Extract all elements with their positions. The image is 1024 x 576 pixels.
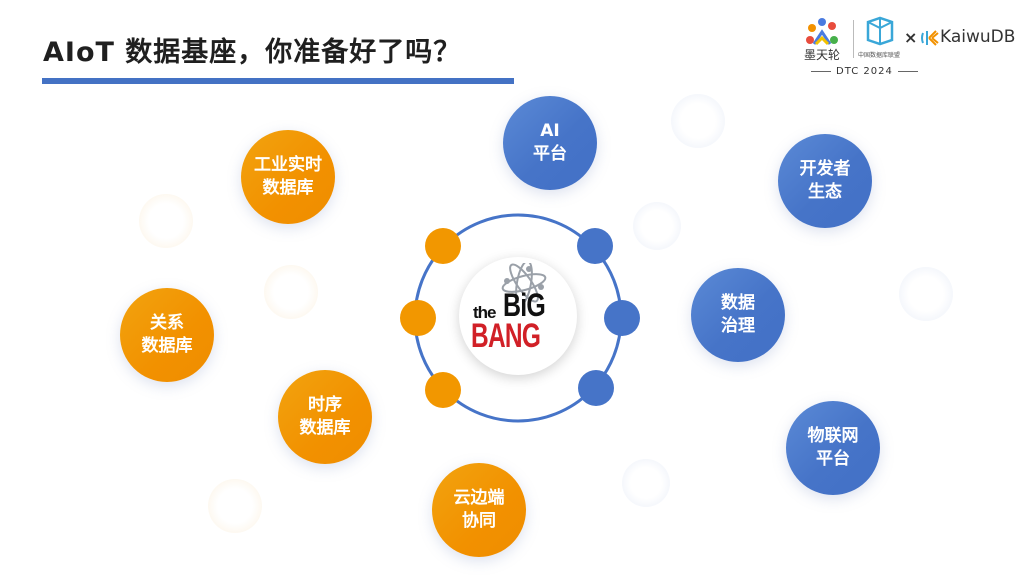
cdm-alliance-logo-icon <box>866 16 894 46</box>
bubble-developer-ecosystem: 开发者生态 <box>778 134 872 228</box>
slide-title: AIoT 数据基座，你准备好了吗？ <box>43 37 462 68</box>
orbit-node-blue <box>578 370 614 406</box>
bubble-industrial-realtime-db: 工业实时数据库 <box>241 130 335 224</box>
logo-divider <box>853 20 854 58</box>
orbit-node-orange <box>425 372 461 408</box>
logo-word-bang: BANG <box>471 317 541 355</box>
bubble-label: 数据库 <box>262 178 314 198</box>
header-logos: 墨天轮 中国数据库联盟 DTC 2024 × KaiwuDB <box>800 14 1020 80</box>
kaiwudb-logo-icon <box>921 30 939 46</box>
decor-circle <box>671 94 725 148</box>
bubble-label: 平台 <box>533 144 567 164</box>
event-label: DTC 2024 <box>806 66 923 77</box>
title-underline <box>42 78 514 84</box>
bubble-timeseries-db: 时序数据库 <box>278 370 372 464</box>
bubble-label: 平台 <box>816 449 850 469</box>
bubble-relational-db: 关系数据库 <box>120 288 214 382</box>
bubble-label: 治理 <box>721 316 755 336</box>
bubble-label: 数据 <box>721 293 755 313</box>
bubble-cloud-edge: 云边端协同 <box>432 463 526 557</box>
decor-circle <box>264 265 318 319</box>
logo-word-big: BiG <box>503 287 546 323</box>
bubble-label: 关系 <box>150 313 184 333</box>
collab-separator: × <box>904 28 918 47</box>
atom-icon <box>501 263 547 303</box>
decor-circle <box>622 459 670 507</box>
bubble-label: AI <box>540 121 560 141</box>
tianlun-logo-icon <box>806 18 838 46</box>
bubble-iot-platform: 物联网平台 <box>786 401 880 495</box>
bubble-label: 开发者 <box>799 159 851 179</box>
decor-circle <box>208 479 262 533</box>
bubble-label: 物联网 <box>807 426 859 446</box>
decor-circle <box>139 194 193 248</box>
decor-circle <box>633 202 681 250</box>
orbit-node-orange <box>400 300 436 336</box>
decor-circle <box>899 267 953 321</box>
bubble-label: 协同 <box>462 511 496 531</box>
bubble-ai-platform: AI 平台 <box>503 96 597 190</box>
bubble-label: 数据库 <box>141 336 193 356</box>
orbit-node-orange <box>425 228 461 264</box>
bubble-label: 生态 <box>808 182 842 202</box>
bubble-label: 云边端 <box>453 488 505 508</box>
center-logo: the BiG BANG <box>459 257 577 375</box>
bubble-data-governance: 数据治理 <box>691 268 785 362</box>
bubble-label: 时序 <box>308 395 342 415</box>
cdm-alliance-logo-text: 中国数据库联盟 <box>858 52 901 59</box>
orbit-node-blue <box>604 300 640 336</box>
orbit-node-blue <box>577 228 613 264</box>
bubble-label: 数据库 <box>299 418 351 438</box>
logo-word-the: the <box>473 303 496 322</box>
kaiwudb-logo-text: KaiwuDB <box>940 27 1016 47</box>
tianlun-logo-text: 墨天轮 <box>804 48 841 62</box>
bubble-label: 工业实时 <box>254 155 322 175</box>
